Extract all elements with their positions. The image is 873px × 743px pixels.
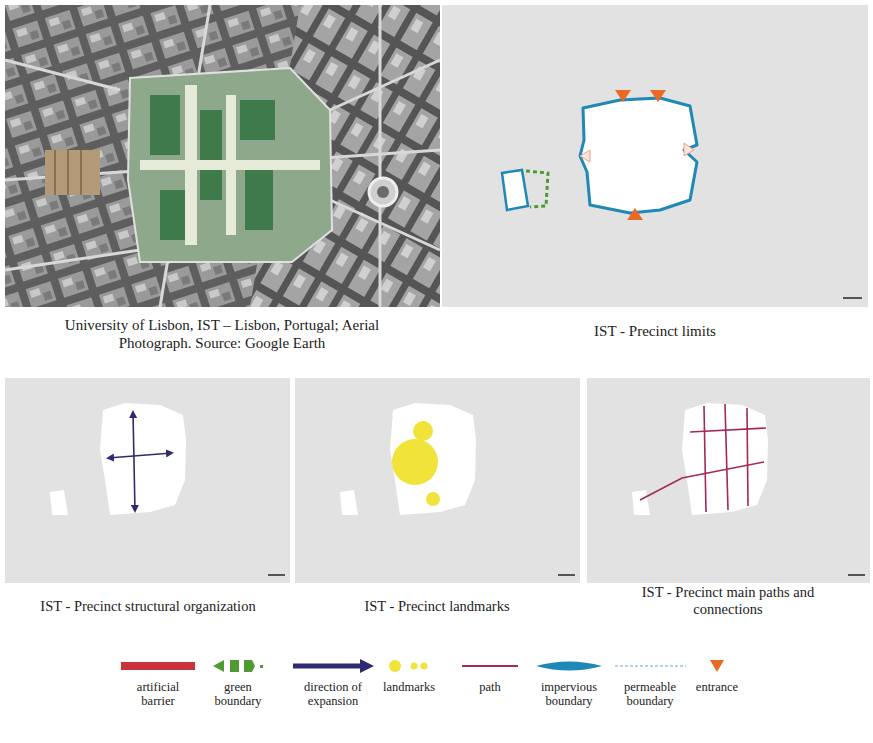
landmarks-map bbox=[295, 378, 580, 583]
panel-caption: IST - Precinct main paths and connection… bbox=[622, 584, 834, 619]
legend-label: path bbox=[451, 680, 529, 694]
legend-swatch bbox=[121, 662, 195, 670]
precinct-limits-map bbox=[442, 5, 868, 307]
legend-label: artificial barrier bbox=[119, 680, 197, 709]
structural-organization-map bbox=[5, 378, 290, 583]
legend-label: entrance bbox=[678, 680, 756, 694]
legend-samples bbox=[213, 659, 724, 673]
legend-label: permeable boundary bbox=[611, 680, 689, 709]
panel-caption: IST - Precinct structural organization bbox=[8, 598, 288, 615]
panel-caption: IST - Precinct landmarks bbox=[297, 598, 577, 615]
legend-label: green boundary bbox=[199, 680, 277, 709]
panel-caption: IST - Precinct limits bbox=[525, 322, 785, 340]
panel-caption: University of Lisbon, IST – Lisbon, Port… bbox=[36, 316, 408, 352]
legend-label: landmarks bbox=[370, 680, 448, 694]
aerial-photo bbox=[5, 5, 440, 307]
legend-label: impervious boundary bbox=[530, 680, 608, 709]
legend-label: direction of expansion bbox=[294, 680, 372, 709]
paths-map bbox=[587, 378, 870, 583]
